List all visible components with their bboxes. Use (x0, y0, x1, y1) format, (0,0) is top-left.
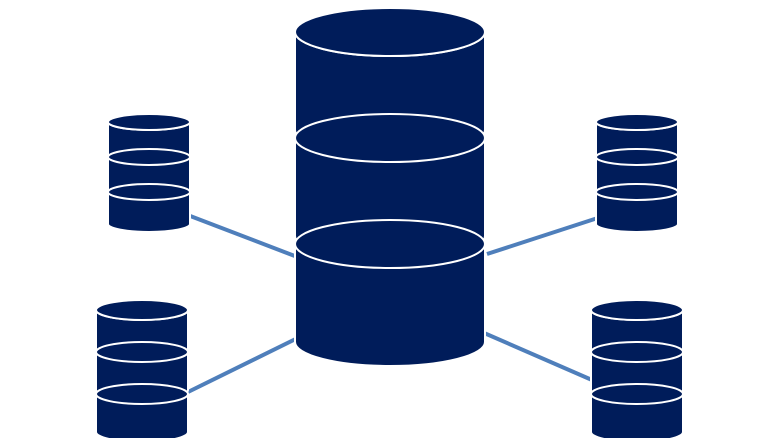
database-cap (294, 7, 486, 57)
database-cap (107, 113, 191, 131)
database-rim (590, 393, 684, 405)
database-rim (107, 156, 191, 166)
database-cap (590, 299, 684, 321)
database-bottom-right-icon (590, 299, 684, 438)
database-rim (294, 137, 486, 163)
database-rim (294, 243, 486, 269)
database-segment (595, 183, 679, 233)
database-top-right-icon (595, 113, 679, 233)
database-rim (595, 191, 679, 201)
connector-line (467, 324, 593, 382)
database-segment (590, 383, 684, 438)
connector-line (486, 212, 611, 256)
database-nodes (95, 7, 684, 438)
database-rim (107, 191, 191, 201)
database-segment (95, 383, 189, 438)
database-segment (294, 219, 486, 367)
database-rim (95, 393, 189, 405)
database-cap (95, 299, 189, 321)
database-segment (107, 183, 191, 233)
connector-line (184, 212, 301, 260)
database-cap (595, 113, 679, 131)
database-rim (95, 351, 189, 363)
database-bottom-left-icon (95, 299, 189, 438)
database-rim (595, 156, 679, 166)
database-rim (590, 351, 684, 363)
connector-lines (184, 212, 611, 394)
database-top-left-icon (107, 113, 191, 233)
central-database-icon (294, 7, 486, 367)
